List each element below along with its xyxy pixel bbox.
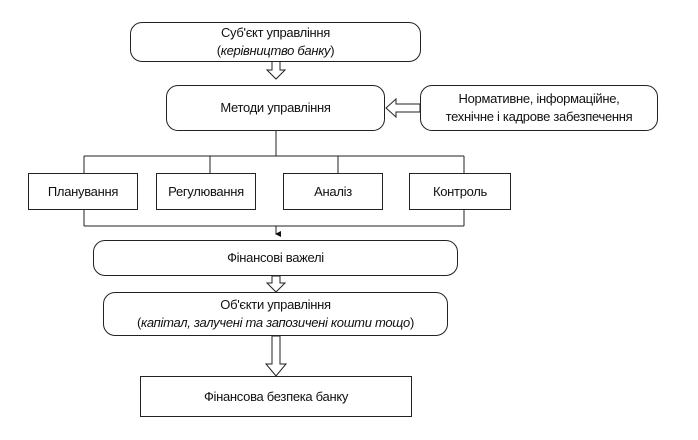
objects-note: капітал, залучені та запозичені кошти то… <box>141 315 410 330</box>
levers-box: Фінансові важелі <box>93 240 458 276</box>
methods-title: Методи управління <box>220 100 331 115</box>
subject-note: керівництво банку <box>220 43 331 58</box>
support-line2: технічне і кадрове забезпечення <box>445 109 633 124</box>
objects-note-wrap: (капітал, залучені та запозичені кошти т… <box>137 315 414 330</box>
support-box: Нормативне, інформаційне, технічне і кад… <box>420 85 658 131</box>
function-label: Регулювання <box>168 183 244 199</box>
hollow-arrow-levers-to-objects <box>265 275 287 293</box>
objects-box: Об'єкти управління (капітал, залучені та… <box>103 292 448 336</box>
result-box: Фінансова безпека банку <box>140 376 412 417</box>
subject-box: Суб'єкт управління (керівництво банку) <box>130 22 421 62</box>
function-label: Планування <box>47 183 119 199</box>
hollow-arrow-objects-to-result <box>264 335 288 377</box>
result-title: Фінансова безпека банку <box>203 388 349 404</box>
function-regulation: Регулювання <box>156 173 256 210</box>
objects-title: Об'єкти управління <box>220 297 331 312</box>
function-control: Контроль <box>409 173 511 210</box>
function-label: Контроль <box>432 183 488 199</box>
tree-lines <box>83 130 465 237</box>
subject-note-wrap: (керівництво банку) <box>216 43 335 58</box>
function-planning: Планування <box>28 173 138 210</box>
subject-title: Суб'єкт управління <box>220 25 331 40</box>
support-line1: Нормативне, інформаційне, <box>458 91 620 106</box>
hollow-arrow-support-to-methods <box>385 97 421 119</box>
function-analysis: Аналіз <box>283 173 383 210</box>
levers-title: Фінансові важелі <box>227 250 324 265</box>
function-label: Аналіз <box>314 183 352 199</box>
hollow-arrow-subject-to-methods <box>265 60 287 80</box>
methods-box: Методи управління <box>166 85 385 131</box>
